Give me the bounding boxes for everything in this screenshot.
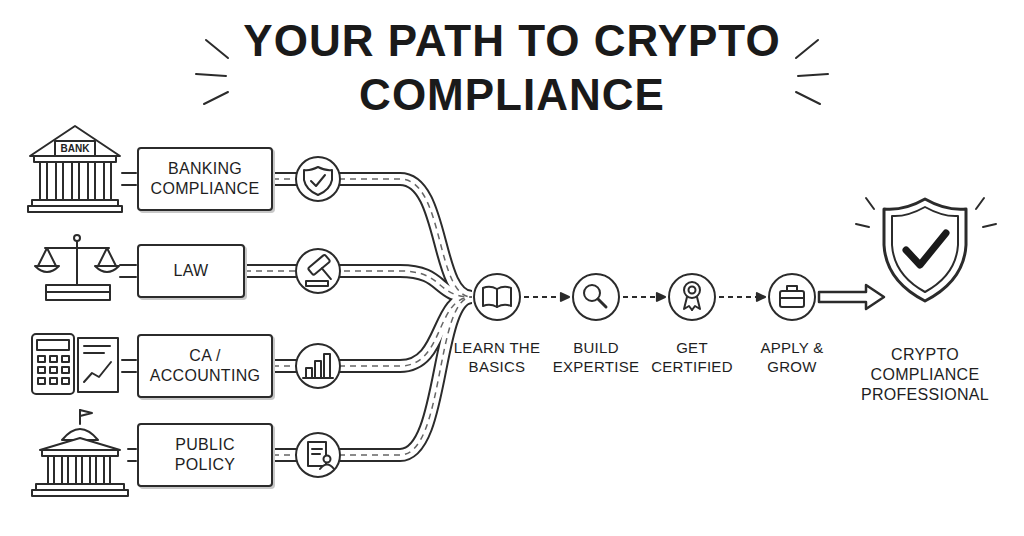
short-road: [120, 173, 136, 461]
process-box: PUBLIC POLICY: [137, 423, 273, 487]
goal-shield: [880, 195, 970, 305]
arrow-head: [757, 293, 765, 301]
road-connector: [273, 297, 472, 455]
briefcase-icon: [780, 286, 804, 307]
document-icon: [308, 442, 334, 469]
dashed-arrow: [524, 296, 563, 298]
step-node: GET CERTIFIED: [642, 273, 742, 377]
step-node: APPLY & GROW: [742, 273, 842, 377]
box-label: LAW: [174, 261, 209, 281]
box-label: CA / ACCOUNTING: [149, 346, 261, 386]
shield-icon: [304, 167, 332, 195]
road-connector: [245, 271, 472, 297]
scales-icon: [35, 235, 119, 300]
step-circle: [572, 273, 620, 321]
road-circle: [296, 157, 340, 477]
bar-chart-icon: [303, 354, 333, 378]
road-centerline: [245, 179, 472, 455]
dashed-arrow: [623, 296, 659, 298]
arrow-head: [657, 293, 665, 301]
big-arrow: [819, 285, 884, 309]
sign-label: BANK: [55, 142, 95, 155]
step-circle: [668, 273, 716, 321]
arrow-layer: [524, 285, 884, 309]
step-label: APPLY & GROW: [744, 339, 840, 377]
calculator-icon: [32, 334, 118, 394]
process-box: LAW: [137, 244, 245, 298]
step-label: CRYPTO COMPLIANCE PROFESSIONAL: [855, 345, 995, 405]
step-circle: [473, 273, 521, 321]
road-connector: [273, 179, 472, 297]
gavel-icon: [306, 254, 339, 286]
arrow-head: [561, 293, 569, 301]
road-connector: [273, 297, 472, 455]
road-connector: [245, 271, 472, 297]
step-label: GET CERTIFIED: [644, 339, 740, 377]
shield-outline: [880, 195, 970, 305]
step-label: LEARN THE BASICS: [449, 339, 545, 377]
step-node: BUILD EXPERTISE: [546, 273, 646, 377]
bank-icon: [28, 126, 122, 212]
step-circle: [768, 273, 816, 321]
road-connector: [273, 297, 472, 455]
government-icon: [32, 410, 128, 496]
step-label: BUILD EXPERTISE: [548, 339, 644, 377]
book-icon: [483, 287, 511, 307]
road-connector: [273, 179, 472, 297]
dashed-arrow: [719, 296, 759, 298]
process-box: BANKING COMPLIANCE: [137, 147, 273, 211]
box-label: PUBLIC POLICY: [149, 435, 261, 475]
award-icon: [684, 282, 700, 310]
process-box: CA / ACCOUNTING: [137, 334, 273, 398]
goal-node: CRYPTO COMPLIANCE PROFESSIONAL: [855, 195, 995, 405]
magnifier-icon: [584, 285, 606, 307]
diagram-title: YOUR PATH TO CRYPTO COMPLIANCE: [242, 14, 782, 121]
road-outline: [245, 179, 472, 455]
step-node: LEARN THE BASICS: [447, 273, 547, 377]
road-surface: [245, 179, 472, 455]
box-label: BANKING COMPLIANCE: [149, 159, 261, 199]
road-connector: [245, 271, 472, 297]
